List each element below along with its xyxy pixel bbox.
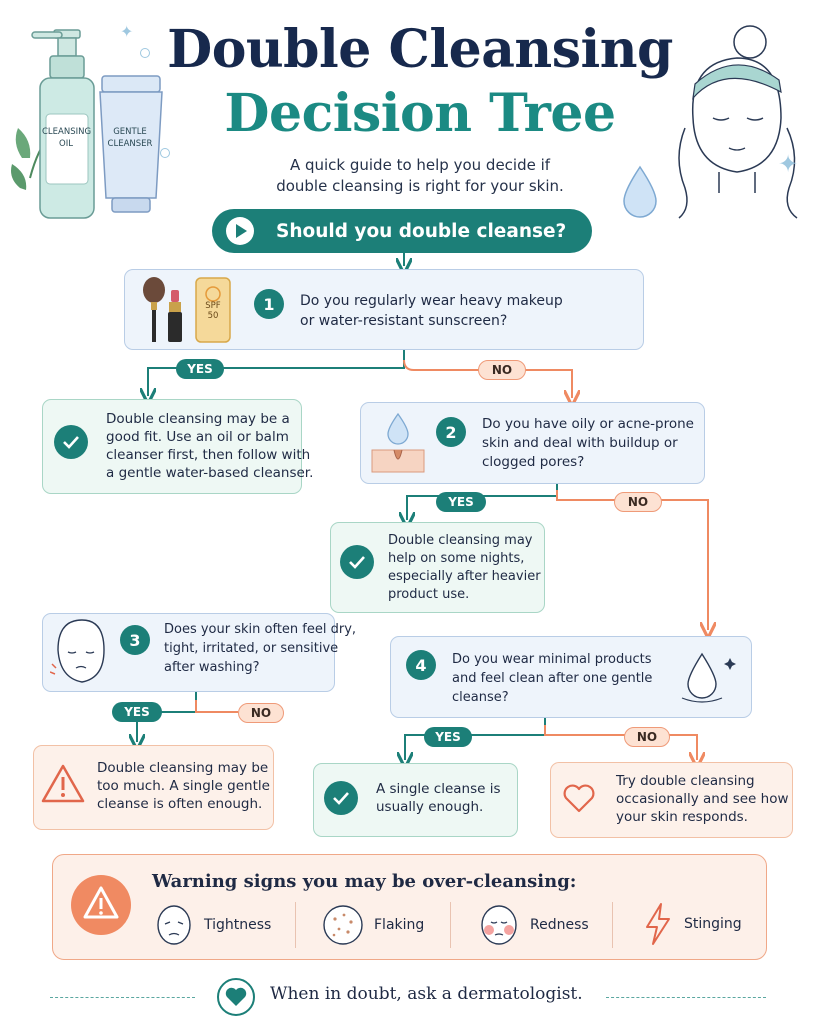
yes-label: YES [424, 727, 472, 747]
heart-icon [217, 978, 255, 1016]
red-face-icon [481, 905, 517, 945]
sensitive-face-icon [50, 619, 105, 683]
page-title-line2: Decision Tree [224, 83, 616, 144]
yes-label: YES [112, 702, 162, 722]
check-icon [324, 781, 358, 815]
warning-signs-title: Warning signs you may be over-cleansing: [152, 871, 577, 892]
footer-dashed-line [606, 997, 766, 998]
warning-sign-label: Redness [530, 917, 589, 933]
bubble-icon [160, 148, 170, 158]
start-pill: Should you double cleanse? [212, 209, 592, 253]
divider [450, 902, 451, 948]
footer-text: When in doubt, ask a dermatologist. [270, 984, 583, 1004]
step-number-4: 4 [406, 650, 436, 680]
no-label: NO [614, 492, 662, 512]
yes-label: YES [436, 492, 486, 512]
warning-sign-label: Tightness [204, 917, 272, 933]
makeup-products-icon [143, 277, 231, 343]
water-drop-icon [623, 165, 657, 218]
tight-face-icon [157, 905, 191, 945]
play-icon [226, 217, 254, 245]
step-number-2: 2 [436, 417, 466, 447]
footer-dashed-line [50, 997, 195, 998]
water-drop-icon [681, 652, 736, 703]
sparkle-icon: ✦ [778, 150, 799, 178]
warning-sign-stinging: Stinging [642, 902, 742, 946]
heart-icon [563, 784, 595, 813]
result-3-box [33, 745, 274, 830]
pore-icon [371, 412, 425, 473]
question-3-text: Does your skin often feel dry,tight, irr… [164, 622, 357, 675]
check-icon [54, 425, 88, 459]
step-number-3: 3 [120, 625, 150, 655]
divider [295, 902, 296, 948]
check-icon [340, 545, 374, 579]
page-subtitle: A quick guide to help you decide if doub… [276, 156, 564, 195]
warning-sign-label: Flaking [374, 917, 425, 933]
divider [612, 902, 613, 948]
warning-sign-tightness: Tightness [154, 904, 271, 946]
flaking-skin-icon [323, 905, 363, 945]
no-label: NO [478, 360, 526, 380]
bubble-icon [140, 48, 150, 58]
cleansing-oil-bottle-illustration [11, 29, 163, 219]
no-label: NO [238, 703, 284, 723]
warning-sign-redness: Redness [478, 904, 589, 946]
lightning-icon [646, 903, 670, 945]
page-title-line1: Double Cleansing [167, 19, 673, 80]
start-label: Should you double cleanse? [276, 220, 567, 242]
face-washing-illustration [678, 25, 798, 219]
sparkle-icon: ✦ [120, 22, 134, 41]
warning-sign-label: Stinging [684, 916, 742, 932]
no-label: NO [624, 727, 670, 747]
warning-sign-flaking: Flaking [322, 904, 424, 946]
yes-label: YES [176, 359, 224, 379]
warning-triangle-icon [41, 764, 85, 803]
step-number-1: 1 [254, 289, 284, 319]
alert-icon [71, 875, 131, 935]
